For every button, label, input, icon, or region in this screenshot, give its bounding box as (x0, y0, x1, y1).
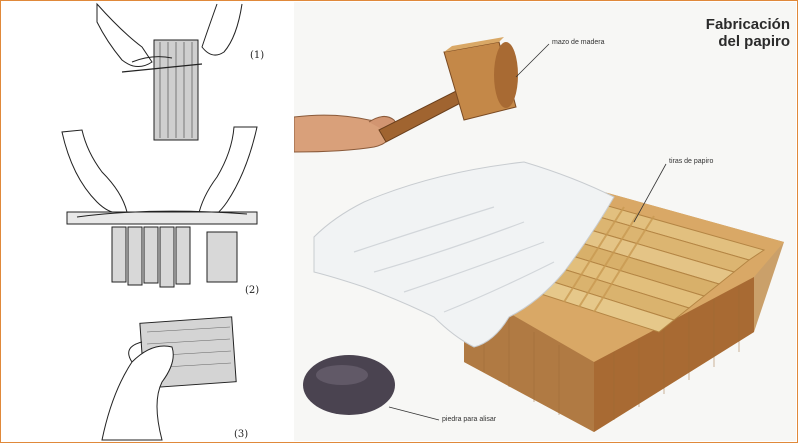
step-2-laying-strips (62, 127, 257, 287)
smoothing-stone (303, 355, 395, 415)
steps-engraving-panel: (1) (2) (3) (2, 2, 294, 441)
label-stone: piedra para alisar (442, 416, 496, 423)
step-1-cutting-stalk (97, 4, 242, 140)
step-2-number: (2) (245, 285, 259, 296)
papyrus-making-illustration: Fabricación del papiro mazo de madera ti… (294, 2, 796, 441)
hand-with-mallet (294, 37, 518, 152)
mallet-head (444, 37, 518, 120)
step-3-number: (3) (234, 429, 248, 440)
title: Fabricación del papiro (706, 16, 790, 50)
step-3-pressing-sheet (102, 317, 236, 440)
title-line-2: del papiro (706, 33, 790, 50)
papyrus-scene (294, 2, 796, 441)
engraving-illustration (2, 2, 294, 441)
label-strips: tiras de papiro (669, 158, 713, 165)
label-mallet: mazo de madera (552, 39, 605, 46)
step-1-number: (1) (250, 50, 264, 61)
title-line-1: Fabricación (706, 16, 790, 33)
